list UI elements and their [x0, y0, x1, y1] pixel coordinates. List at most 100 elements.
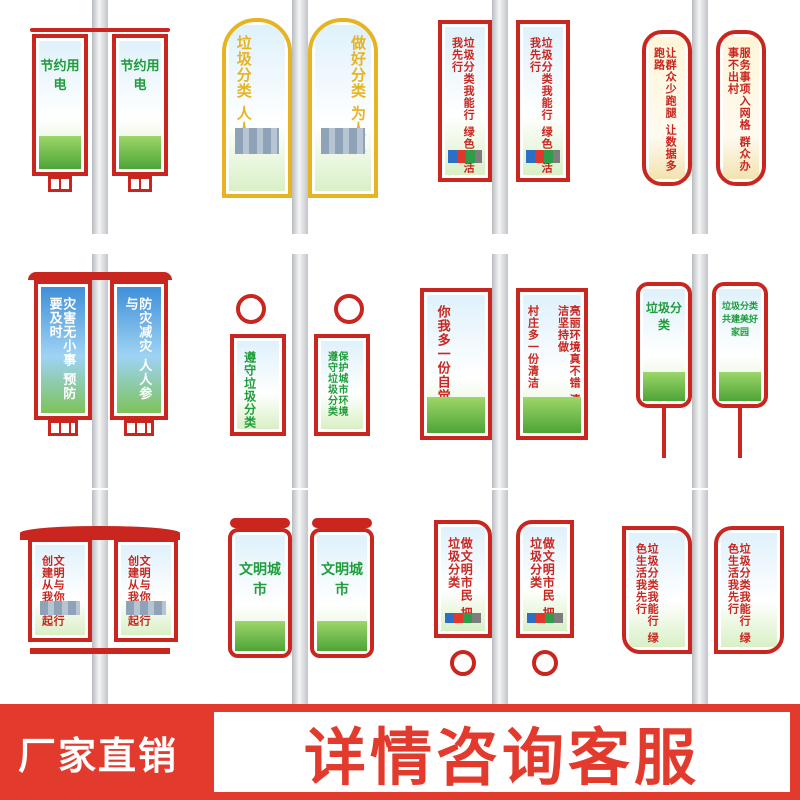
pole — [292, 0, 308, 234]
sign-text-right: 做文明市民 把垃圾分类 — [528, 537, 556, 621]
right-sign: 垃圾分类我能行 绿色生活我先行 — [516, 20, 570, 182]
right-sign: 服务事项入网格 群众办事不出村 — [716, 30, 766, 186]
sign-panel: 村庄多一份清洁 亮丽环境真不错 清扫清洁坚持做 — [523, 295, 581, 433]
sign-text-left: 文明与你同行 创建从我做起 — [40, 555, 66, 627]
sign-grass — [119, 135, 161, 169]
sign-text-left: 遵守垃圾分类 — [242, 351, 257, 429]
product-card[interactable]: 文明与你同行 创建从我做起 文明与你同行 创建从我做起 — [0, 490, 200, 724]
sign-grass — [235, 620, 285, 651]
product-card[interactable]: 文明城市 文明城市 — [200, 490, 400, 724]
left-sign: 垃圾分类 人人做 — [222, 18, 292, 198]
sign-panel: 垃圾分类 — [643, 289, 685, 401]
sign-text-left: 垃圾分类我能行 绿色生活我先行 — [450, 37, 476, 174]
left-sign: 垃圾分类我能行 绿色生活我先行 — [438, 20, 492, 182]
pole — [692, 0, 708, 234]
left-sign: 做文明市民 把垃圾分类 — [434, 520, 492, 638]
base-rail — [30, 648, 170, 654]
product-grid: 节约用电 节约用电 垃圾分类 人人做 做好分类 为人人 — [0, 0, 800, 724]
sign-text-left: 垃圾分类我能行 绿色生活我先行 — [634, 543, 660, 644]
sign-bins — [526, 613, 564, 623]
sign-panel: 遵守垃圾分类 — [237, 341, 279, 429]
roof-cap — [312, 518, 372, 528]
chinese-knot — [327, 287, 371, 331]
right-sign: 保护城市环境 遵守垃圾分类 — [314, 334, 370, 436]
sign-panel: 文明与你同行 创建从我做起 — [35, 545, 85, 635]
pole — [292, 490, 308, 724]
right-sign: 做好分类 为人人 — [308, 18, 378, 198]
sign-text-right: 垃圾分类 共建美好家园 — [721, 302, 758, 338]
sign-text-right: 垃圾分类我能行 绿色生活我先行 — [726, 543, 752, 644]
sign-text-right: 保护城市环境 遵守垃圾分类 — [325, 351, 348, 417]
pole — [292, 254, 308, 488]
promo-label: 厂家直销 — [17, 733, 178, 778]
promo-badge: 厂家直销 — [0, 704, 196, 800]
top-arm — [30, 28, 170, 32]
sign-panel: 垃圾分类 人人做 — [229, 25, 285, 191]
sign-text-left: 垃圾分类 人人做 — [234, 35, 253, 154]
sign-text-right: 服务事项入网格 群众办事不出村 — [726, 47, 752, 172]
product-card[interactable]: 遵守垃圾分类 保护城市环境 遵守垃圾分类 — [200, 254, 400, 488]
sign-panel: 垃圾分类我能行 绿色生活我先行 — [445, 27, 485, 175]
contact-label: 详情咨询客服 — [303, 721, 700, 794]
right-sign: 防灾减灾 人人参与 — [110, 280, 168, 420]
sign-text-left: 垃圾分类 — [645, 301, 682, 332]
lattice-ornament — [128, 176, 152, 192]
lattice-ornament — [124, 420, 154, 436]
product-card[interactable]: 让群众少跑腿 让数据多跑路 服务事项入网格 群众办事不出村 — [600, 0, 800, 234]
sign-city — [234, 127, 280, 155]
sign-bins — [526, 149, 560, 164]
left-sign: 垃圾分类我能行 绿色生活我先行 — [622, 526, 692, 654]
right-sign: 做文明市民 把垃圾分类 — [516, 520, 574, 638]
left-sign: 文明城市 — [228, 528, 292, 658]
sign-panel: 垃圾分类 共建美好家园 — [719, 289, 761, 401]
sign-panel: 做文明市民 把垃圾分类 — [441, 527, 485, 631]
pole — [92, 254, 108, 488]
sign-grass — [719, 371, 761, 401]
sign-text-left: 你我多一份自觉 — [434, 305, 450, 403]
roof-cap — [20, 526, 180, 540]
sign-grass — [523, 397, 581, 433]
left-sign: 垃圾分类 — [636, 282, 692, 408]
product-card[interactable]: 灾害无小事 预防要及时 防灾减灾 人人参与 — [0, 254, 200, 488]
product-card[interactable]: 你我多一份自觉 村庄多一份清洁 亮丽环境真不错 清扫清洁坚持做 — [400, 254, 600, 488]
sign-text-left: 让群众少跑腿 让数据多跑路 — [652, 47, 678, 172]
contact-service-button[interactable]: 详情咨询客服 — [214, 712, 790, 794]
sign-grass — [317, 620, 367, 651]
sign-panel: 垃圾分类我能行 绿色生活我先行 — [721, 533, 777, 647]
left-sign: 文明与你同行 创建从我做起 — [28, 538, 92, 642]
chinese-knot — [526, 644, 564, 682]
sign-text-left: 灾害无小事 预防要及时 — [46, 297, 76, 401]
product-card[interactable]: 垃圾分类我能行 绿色生活我先行 垃圾分类我能行 绿色生活我先行 — [600, 490, 800, 724]
sign-city — [320, 127, 366, 155]
sign-panel: 灾害无小事 预防要及时 — [41, 287, 85, 413]
right-sign: 垃圾分类 共建美好家园 — [712, 282, 768, 408]
pole — [92, 490, 108, 724]
product-card[interactable]: 垃圾分类 垃圾分类 共建美好家园 — [600, 254, 800, 488]
product-card[interactable]: 做文明市民 把垃圾分类 做文明市民 把垃圾分类 — [400, 490, 600, 724]
right-sign: 村庄多一份清洁 亮丽环境真不错 清扫清洁坚持做 — [516, 288, 588, 440]
sign-city — [40, 600, 80, 616]
left-sign: 你我多一份自觉 — [420, 288, 492, 440]
sign-text-right: 节约用电 — [120, 59, 160, 93]
sign-grass — [427, 397, 485, 433]
sign-panel: 垃圾分类我能行 绿色生活我先行 — [629, 533, 685, 647]
tassel — [738, 408, 742, 458]
sign-panel: 节约用电 — [39, 41, 81, 169]
sign-panel: 防灾减灾 人人参与 — [117, 287, 161, 413]
pole — [492, 490, 508, 724]
pole — [92, 0, 108, 234]
left-sign: 灾害无小事 预防要及时 — [34, 280, 92, 420]
chinese-knot — [444, 644, 482, 682]
product-card[interactable]: 节约用电 节约用电 — [0, 0, 200, 234]
product-card[interactable]: 垃圾分类我能行 绿色生活我先行 垃圾分类我能行 绿色生活我先行 — [400, 0, 600, 234]
left-sign: 遵守垃圾分类 — [230, 334, 286, 436]
product-card[interactable]: 垃圾分类 人人做 做好分类 为人人 — [200, 0, 400, 234]
roof-cap — [230, 518, 290, 528]
sign-grass — [643, 371, 685, 401]
sign-panel: 服务事项入网格 群众办事不出村 — [723, 37, 759, 179]
pole — [692, 254, 708, 488]
pole — [492, 254, 508, 488]
sign-text-left: 文明城市 — [239, 562, 281, 598]
sign-bins — [444, 613, 482, 623]
roof-cap — [28, 272, 172, 280]
